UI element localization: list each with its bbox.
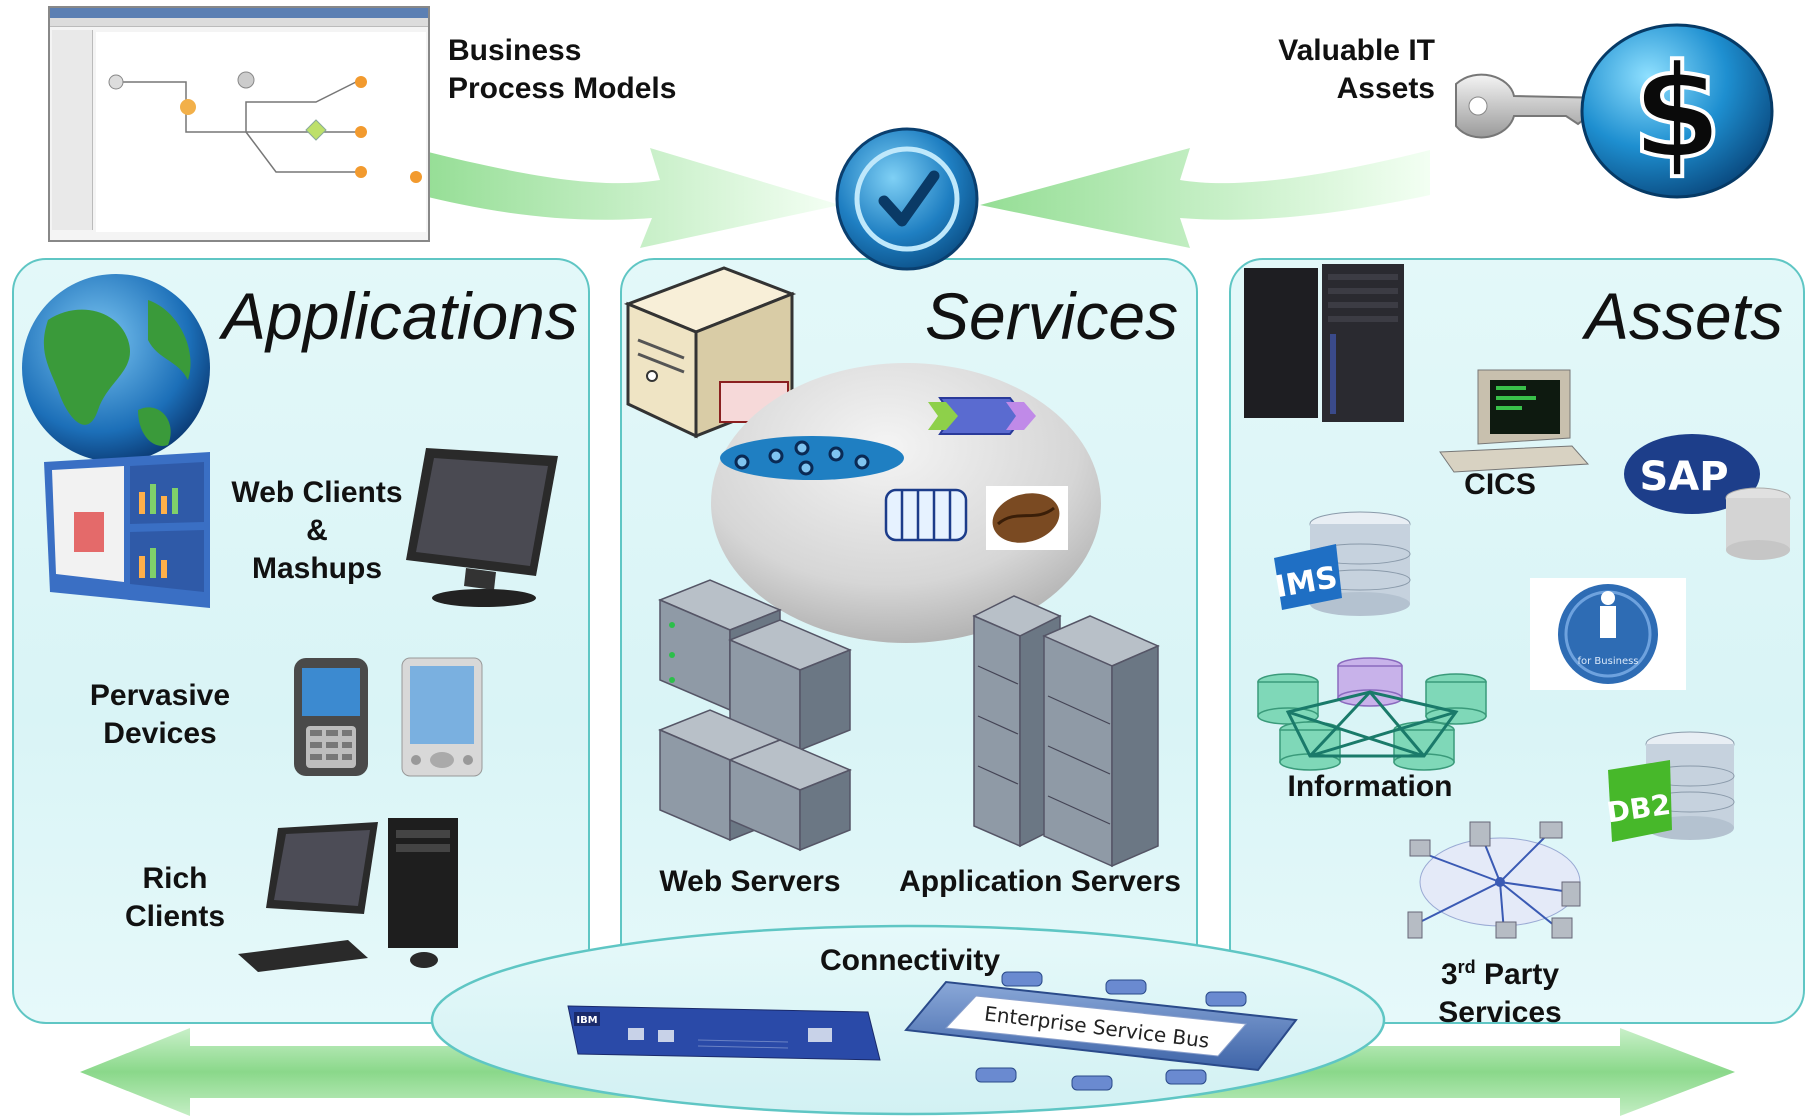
web-servers-rack-icon: [658, 579, 852, 852]
information-label: Information: [1287, 770, 1453, 803]
services-platform: [711, 363, 1101, 643]
third-party-network-icon: [1407, 821, 1581, 939]
applications-title: Applications: [222, 279, 578, 353]
ibm-i-text: for Business: [1577, 656, 1638, 667]
mobile-phone-icon: [294, 658, 368, 776]
information-network-icon: [1257, 657, 1487, 771]
mainframe-icon: [1244, 264, 1404, 422]
connectivity-label: Connectivity: [819, 944, 1001, 977]
third-party-services-label: 3rd Party Services: [1438, 957, 1562, 1029]
arrow-from-bpm: [420, 148, 840, 248]
application-servers-label: Application Servers: [899, 865, 1181, 898]
sap-logo-icon: SAP: [1624, 434, 1791, 560]
ibm-i-icon: for Business: [1530, 578, 1686, 690]
rich-clients-label: Rich Clients: [124, 862, 226, 933]
web-clients-label: Web Clients & Mashups: [231, 476, 403, 585]
bpm-label: Business Process Models: [448, 34, 677, 105]
server-box-icon: [623, 266, 797, 439]
bpm-screenshot-thumbnail: [48, 6, 430, 242]
arrow-from-assets: [980, 148, 1430, 248]
dollar-coin-icon: $: [1580, 23, 1774, 199]
web-servers-label: Web Servers: [659, 865, 841, 898]
checkmark-badge-icon: [835, 127, 979, 271]
enterprise-service-bus-icon: Enterprise Service Bus: [904, 971, 1298, 1091]
app-servers-rack-icon: [972, 595, 1160, 868]
globe-icon: [22, 274, 210, 462]
desktop-pc-icon: [238, 818, 458, 972]
network-appliance-icon: IBM: [567, 1005, 881, 1061]
services-title: Services: [925, 279, 1179, 353]
cics-terminal-icon: [1439, 369, 1590, 473]
lcd-monitor-icon: [406, 448, 558, 607]
svg-text:$: $: [1632, 36, 1722, 188]
web-dashboard-icon: [44, 452, 210, 608]
valuable-assets-label: Valuable IT Assets: [1278, 34, 1435, 105]
assets-title: Assets: [1585, 279, 1784, 353]
pda-icon: [401, 657, 483, 777]
appliance-brand-text: IBM: [576, 1015, 597, 1026]
connectivity-ellipse: [430, 924, 1386, 1116]
pervasive-devices-label: Pervasive Devices: [89, 679, 231, 750]
db2-database-icon: DB2: [1605, 731, 1735, 842]
ims-database-icon: IMS: [1272, 511, 1411, 616]
sap-text: SAP: [1639, 454, 1728, 500]
cics-label: CICS: [1464, 468, 1536, 501]
